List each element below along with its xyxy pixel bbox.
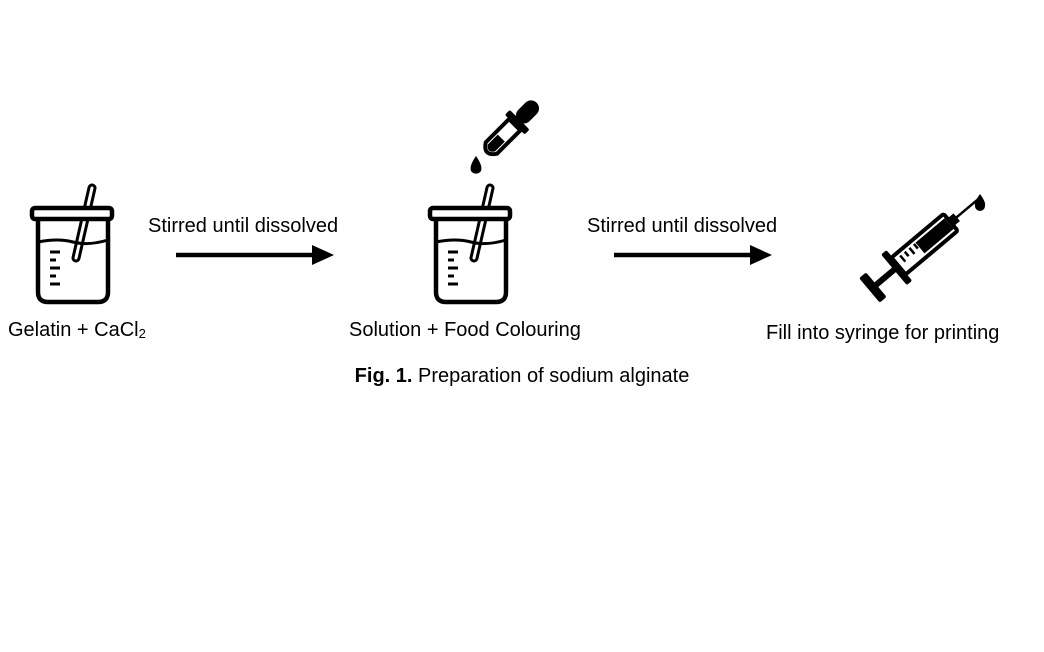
beaker-with-stirrer-icon (29, 183, 115, 305)
arrow-2-label: Stirred until dissolved (587, 215, 778, 237)
figure-caption-text: Preparation of sodium alginate (418, 365, 690, 387)
step-3-label: Fill into syringe for printing (766, 322, 1000, 344)
step-2-label: Solution + Food Colouring (349, 319, 581, 341)
arrow-2-icon (614, 245, 772, 265)
beaker-with-stirrer-icon (427, 183, 513, 305)
arrow-1-icon (176, 245, 334, 265)
figure-caption-number: Fig. 1. (354, 365, 413, 387)
step-1-label-main: Gelatin + CaCl (8, 319, 139, 341)
step-1-label-subscript: 2 (138, 326, 146, 341)
step-1-label: Gelatin + CaCl2 (8, 318, 146, 346)
figure-caption: Fig. 1. Preparation of sodium alginate (0, 364, 1044, 388)
arrow-1-label: Stirred until dissolved (148, 215, 339, 237)
dropper-icon (470, 100, 539, 174)
syringe-icon (859, 194, 986, 302)
